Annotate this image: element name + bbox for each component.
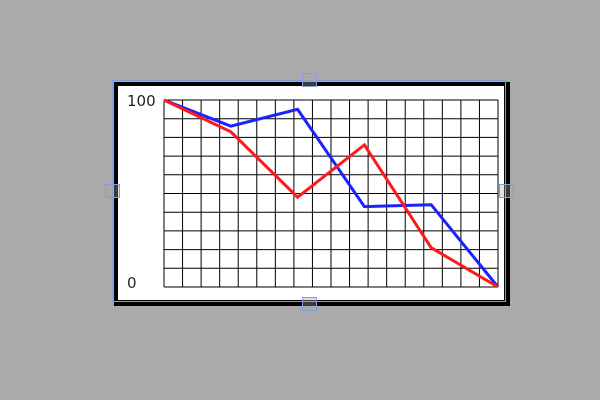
chart-frame[interactable]: 0 100 — [114, 82, 510, 306]
y-tick-label: 0 — [127, 274, 137, 292]
resize-handle-right[interactable] — [499, 184, 514, 198]
series-layer — [163, 98, 500, 289]
line-chart: 0 100 — [127, 92, 500, 292]
grid — [163, 99, 499, 288]
y-axis-ticks: 0 100 — [127, 92, 156, 292]
series-line-2 — [163, 98, 499, 289]
resize-handle-left[interactable] — [105, 184, 120, 198]
resize-handle-bottom[interactable] — [302, 297, 317, 311]
resize-handle-top[interactable] — [302, 73, 317, 87]
series-line-1 — [163, 98, 500, 288]
y-tick-label: 100 — [127, 92, 156, 110]
